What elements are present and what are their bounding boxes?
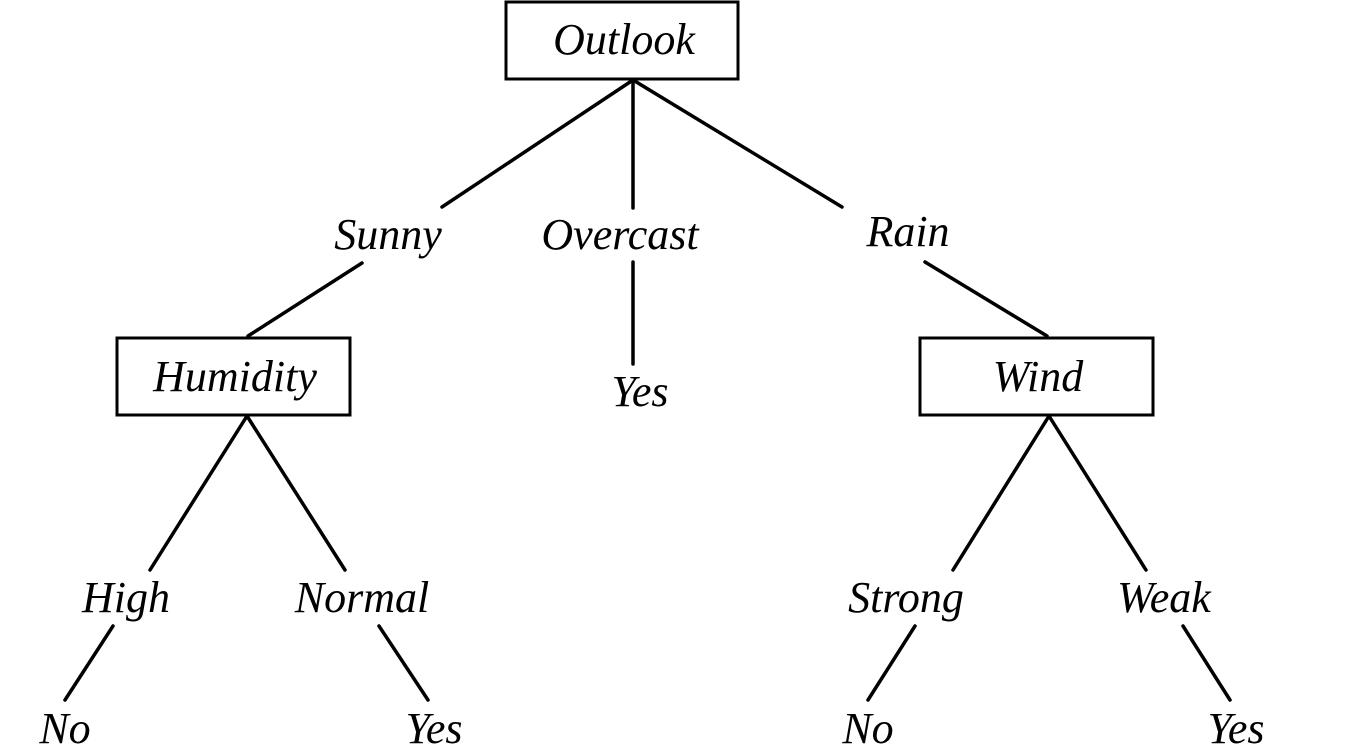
edge-outlook-sunny [440, 78, 635, 209]
edge-outlook-rain [631, 78, 844, 209]
edge-weak-yes [1181, 624, 1232, 702]
node-outlook: Outlook [504, 0, 740, 81]
edge-normal-yes [377, 624, 430, 702]
edge-strong-no [866, 624, 917, 702]
leaf-strong-no: No [841, 704, 893, 753]
node-wind-label: Wind [993, 352, 1084, 401]
edge-humidity-high [148, 414, 249, 572]
edge-wind-weak [1047, 414, 1148, 572]
node-wind: Wind [918, 336, 1155, 417]
node-wind-box [918, 336, 1155, 417]
edge-wind-strong [951, 414, 1051, 572]
leaf-normal-yes: Yes [405, 704, 462, 753]
node-outlook-label: Outlook [553, 15, 696, 64]
branch-label-high: High [81, 573, 170, 622]
leaf-high-no: No [38, 704, 90, 753]
edge-sunny-humidity [246, 261, 364, 338]
branch-label-overcast: Overcast [541, 210, 700, 259]
node-humidity-box [115, 336, 352, 417]
branch-label-normal: Normal [294, 573, 429, 622]
leaf-overcast-yes: Yes [611, 367, 668, 416]
leaf-weak-yes: Yes [1207, 704, 1264, 753]
node-outlook-box [504, 0, 740, 81]
tree-edges [63, 78, 1232, 702]
node-humidity: Humidity [115, 336, 352, 417]
branch-label-sunny: Sunny [334, 210, 442, 259]
branch-label-strong: Strong [848, 573, 964, 622]
edge-high-no [63, 624, 115, 702]
branch-label-weak: Weak [1117, 573, 1212, 622]
edge-humidity-normal [245, 414, 347, 572]
branch-label-rain: Rain [865, 207, 949, 256]
edge-rain-wind [923, 260, 1049, 338]
node-humidity-label: Humidity [152, 352, 317, 401]
